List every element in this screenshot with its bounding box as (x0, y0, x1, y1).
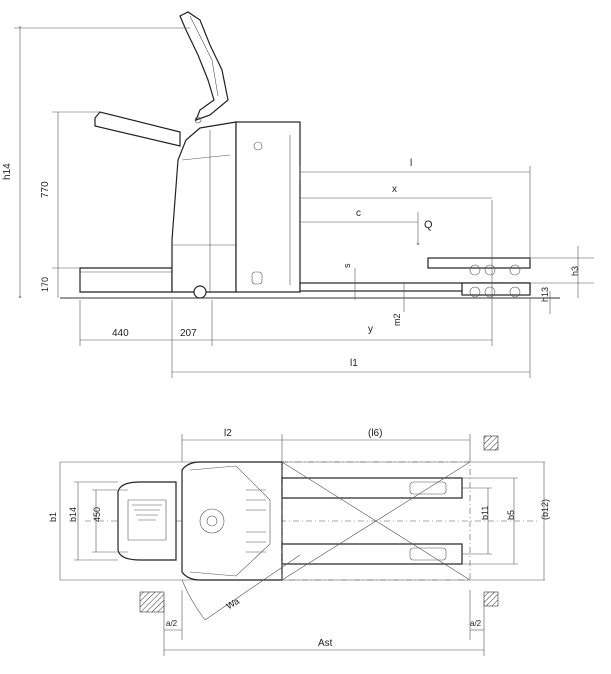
dim-170: 170 (40, 277, 50, 292)
dim-Wa: Wa (225, 596, 241, 611)
dim-l: l (410, 158, 412, 169)
dim-h3: h3 (570, 266, 580, 276)
fork-tip-lowered (461, 282, 531, 296)
battery-housing (235, 121, 301, 293)
tiller-arm (179, 11, 229, 122)
dim-b14: b14 (68, 507, 78, 522)
dim-440: 440 (112, 328, 129, 339)
dim-x: x (392, 184, 397, 195)
dim-b1: b1 (48, 512, 58, 522)
dim-l6: (l6) (368, 428, 382, 439)
dim-a2-left: a/2 (166, 619, 178, 628)
fork-tine-top (281, 477, 463, 499)
fork-tine-bottom (281, 543, 463, 565)
platform-top (117, 481, 177, 561)
dim-Q: Q (424, 219, 433, 231)
dim-y: y (368, 324, 373, 335)
turning-radius-arc (181, 579, 206, 621)
side-rail (94, 111, 181, 147)
platform (79, 267, 173, 293)
hatch-mark-top-right (483, 435, 499, 451)
dim-b12: (b12) (540, 499, 550, 520)
hatch-mark-left (139, 591, 165, 613)
drive-wheel (193, 285, 207, 299)
chassis-top (181, 461, 283, 581)
side-view: h14 770 170 440 207 y l1 l x (2, 11, 594, 378)
dim-c: c (356, 208, 361, 219)
dim-450: 450 (92, 507, 102, 522)
hatch-mark-bottom-right (483, 591, 499, 607)
dim-l2: l2 (224, 428, 232, 439)
dim-l1: l1 (350, 358, 358, 369)
fork-tip-raised (427, 257, 531, 269)
top-view: l2 (l6) b1 b14 450 b11 b5 (b12) (48, 428, 550, 656)
dim-770: 770 (40, 181, 51, 198)
dim-Ast: Ast (318, 638, 333, 649)
operator-compartment (171, 121, 237, 293)
dim-b5: b5 (506, 510, 516, 520)
dim-s: s (342, 263, 352, 268)
dim-b11: b11 (480, 506, 490, 520)
dim-a2-right: a/2 (470, 619, 482, 628)
dim-m2: m2 (392, 313, 402, 326)
dim-h14: h14 (2, 163, 13, 180)
dim-207: 207 (180, 328, 197, 339)
dim-h13: h13 (540, 287, 550, 302)
